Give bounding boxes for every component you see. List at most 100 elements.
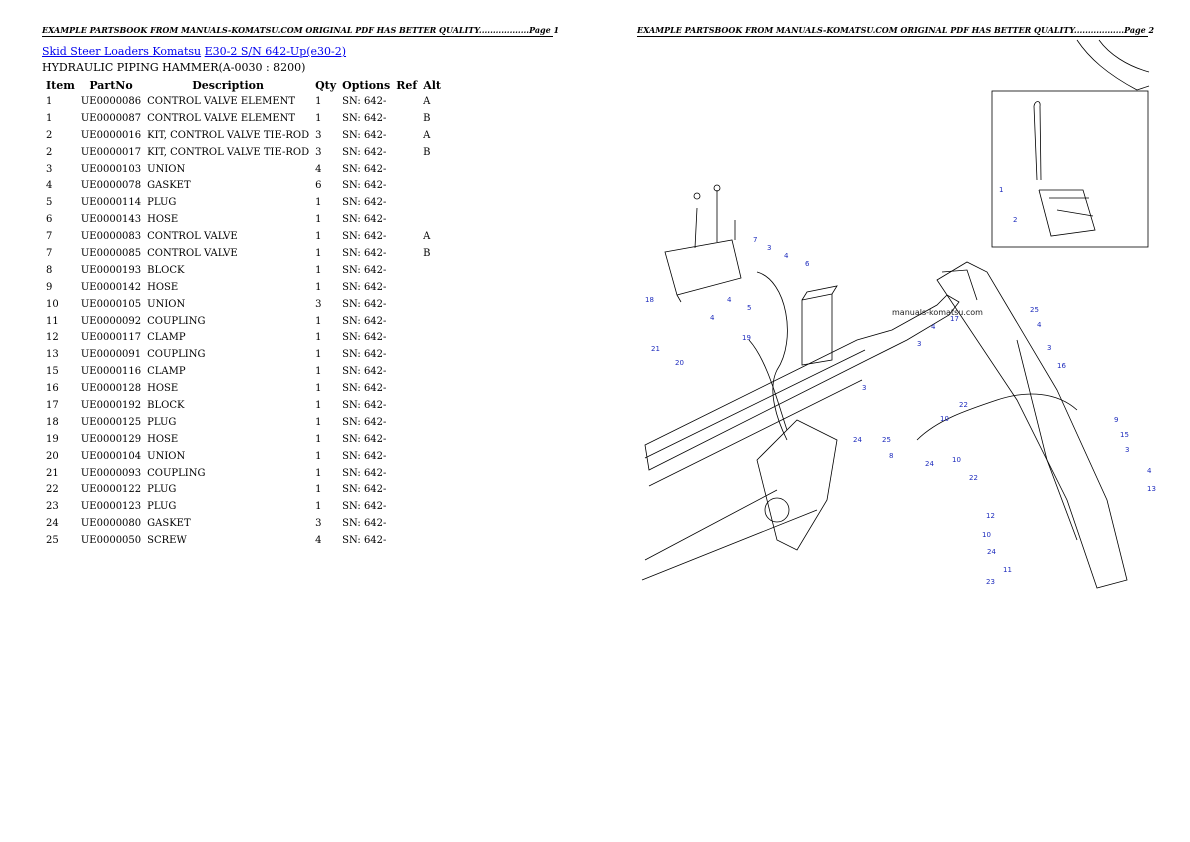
cell-partno: UE0000092 bbox=[80, 315, 142, 327]
cell-item: 2 bbox=[46, 129, 53, 141]
cell-partno: UE0000078 bbox=[80, 180, 142, 192]
boom-edge-lines bbox=[641, 349, 866, 581]
cell-options: SN: 642- bbox=[342, 518, 387, 530]
cell-partno: UE0000125 bbox=[80, 416, 142, 428]
cell-qty: 1 bbox=[315, 467, 322, 479]
breadcrumb: Skid Steer Loaders Komatsu E30-2 S/N 642… bbox=[42, 45, 346, 58]
cell-alt bbox=[420, 515, 444, 532]
cell-ref bbox=[393, 465, 420, 482]
cell-partno: UE0000142 bbox=[80, 281, 142, 293]
cell-item: 15 bbox=[46, 366, 59, 378]
cell-description: COUPLING bbox=[147, 315, 206, 327]
cell-description: PLUG bbox=[147, 484, 177, 496]
cell-item: 7 bbox=[46, 247, 53, 259]
inset-valve-sketch bbox=[1033, 101, 1096, 237]
col-header-options: Options bbox=[342, 79, 391, 92]
cell-ref bbox=[393, 211, 420, 228]
col-header-item: Item bbox=[46, 79, 75, 92]
cell-description: KIT, CONTROL VALVE TIE-ROD bbox=[147, 146, 310, 158]
cell-alt bbox=[420, 498, 444, 515]
callout-label: 4 bbox=[727, 296, 732, 304]
breadcrumb-link-model[interactable]: E30-2 S/N 642-Up(e30-2) bbox=[204, 45, 347, 58]
cell-qty: 6 bbox=[315, 180, 322, 192]
cell-item: 3 bbox=[46, 163, 53, 175]
cell-item: 1 bbox=[46, 112, 53, 124]
cell-partno: UE0000104 bbox=[80, 450, 142, 462]
control-valve-sketch bbox=[664, 190, 742, 303]
callout-label: 6 bbox=[805, 260, 810, 268]
inset-detail-frame bbox=[991, 90, 1149, 248]
cell-options: SN: 642- bbox=[342, 281, 387, 293]
cell-qty: 1 bbox=[315, 214, 322, 226]
callout-label: 4 bbox=[784, 252, 789, 260]
cell-alt bbox=[420, 279, 444, 296]
callout-label: 3 bbox=[862, 384, 866, 392]
cell-alt: A bbox=[423, 231, 431, 243]
cell-options: SN: 642- bbox=[342, 366, 387, 378]
cell-item: 12 bbox=[46, 332, 59, 344]
callout-label: 4 bbox=[1147, 467, 1152, 475]
callout-label: 25 bbox=[882, 436, 891, 444]
cell-description: UNION bbox=[147, 298, 186, 310]
cell-qty: 1 bbox=[315, 501, 322, 513]
callout-label: 11 bbox=[1003, 566, 1012, 574]
cell-options: SN: 642- bbox=[342, 298, 387, 310]
cell-description: COUPLING bbox=[147, 349, 206, 361]
cell-qty: 1 bbox=[315, 399, 322, 411]
cell-qty: 1 bbox=[315, 349, 322, 361]
cell-ref bbox=[393, 194, 420, 211]
cell-alt: B bbox=[423, 112, 431, 124]
callout-label: 4 bbox=[931, 323, 936, 331]
cell-partno: UE0000087 bbox=[80, 112, 142, 124]
col-header-alt: Alt bbox=[423, 79, 441, 92]
lever-knob-1 bbox=[693, 192, 701, 200]
cell-ref bbox=[393, 346, 420, 363]
callout-label: 5 bbox=[747, 304, 751, 312]
cell-options: SN: 642- bbox=[342, 383, 387, 395]
cell-partno: UE0000123 bbox=[80, 501, 142, 513]
breadcrumb-link-model-family[interactable]: Skid Steer Loaders Komatsu bbox=[42, 45, 202, 58]
cell-partno: UE0000086 bbox=[80, 95, 142, 107]
cell-partno: UE0000193 bbox=[80, 264, 142, 276]
cell-item: 2 bbox=[46, 146, 53, 158]
cell-ref bbox=[393, 515, 420, 532]
callout-label: 3 bbox=[1125, 446, 1129, 454]
cell-alt bbox=[420, 397, 444, 414]
cell-alt bbox=[420, 211, 444, 228]
callout-label: 22 bbox=[969, 474, 978, 482]
cell-alt: B bbox=[423, 247, 431, 259]
cell-item: 24 bbox=[46, 518, 59, 530]
callout-label: 3 bbox=[1047, 344, 1051, 352]
cell-description: HOSE bbox=[147, 383, 179, 395]
dipper-detail-lines bbox=[941, 269, 1078, 541]
cell-partno: UE0000105 bbox=[80, 298, 142, 310]
cell-ref bbox=[393, 448, 420, 465]
page2-header: EXAMPLE PARTSBOOK FROM MANUALS-KOMATSU.C… bbox=[637, 25, 1155, 37]
cell-alt bbox=[420, 194, 444, 211]
cell-partno: UE0000080 bbox=[80, 518, 142, 530]
cell-partno: UE0000129 bbox=[80, 433, 142, 445]
cell-alt bbox=[420, 448, 444, 465]
cell-qty: 3 bbox=[315, 146, 322, 158]
cell-options: SN: 642- bbox=[342, 247, 387, 259]
cell-options: SN: 642- bbox=[342, 95, 387, 107]
cell-partno: UE0000091 bbox=[80, 349, 142, 361]
cell-ref bbox=[393, 93, 420, 110]
callout-label: 24 bbox=[853, 436, 862, 444]
dipper-arm-sketch bbox=[936, 261, 1128, 589]
callout-label: 16 bbox=[1057, 362, 1066, 370]
callout-label: 24 bbox=[987, 548, 996, 556]
cell-qty: 1 bbox=[315, 383, 322, 395]
